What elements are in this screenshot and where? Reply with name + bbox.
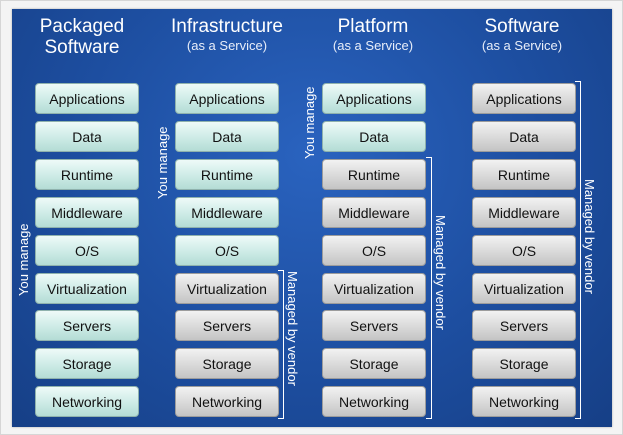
layer-box-networking: Networking (175, 386, 279, 417)
layer-box-applications: Applications (322, 83, 426, 114)
column-title-line1: Software (484, 16, 560, 37)
layer-box-virtualization: Virtualization (35, 273, 139, 304)
layer-box-storage: Storage (472, 348, 576, 379)
layer-box-virtualization: Virtualization (472, 273, 576, 304)
column-title-line2: Software (44, 36, 120, 58)
layer-box-middleware: Middleware (35, 197, 139, 228)
layer-box-applications: Applications (35, 83, 139, 114)
layer-box-storage: Storage (35, 348, 139, 379)
layer-box-applications: Applications (175, 83, 279, 114)
layer-box-middleware: Middleware (322, 197, 426, 228)
layer-box-middleware: Middleware (472, 197, 576, 228)
layer-box-runtime: Runtime (175, 159, 279, 190)
layer-box-virtualization: Virtualization (322, 273, 426, 304)
layer-box-data: Data (472, 121, 576, 152)
managed-by-vendor-label-paas: Managed by vendor (433, 215, 448, 330)
you-manage-label-iaas: You manage (155, 126, 170, 199)
column-title-saas: Software (as a Service) (462, 16, 582, 53)
layer-box-applications: Applications (472, 83, 576, 114)
layer-box-data: Data (35, 121, 139, 152)
layer-box-storage: Storage (175, 348, 279, 379)
layer-box-data: Data (322, 121, 426, 152)
layer-box-o-s: O/S (35, 235, 139, 266)
managed-by-vendor-label-saas: Managed by vendor (582, 179, 597, 294)
column-title-paas: Platform (as a Service) (313, 16, 433, 53)
vendor-bracket-saas (575, 81, 581, 419)
layer-box-data: Data (175, 121, 279, 152)
layer-box-servers: Servers (322, 310, 426, 341)
diagram-panel: Packaged Software Infrastructure (as a S… (12, 9, 612, 427)
layer-box-runtime: Runtime (322, 159, 426, 190)
column-title-packaged-software: Packaged Software (22, 16, 142, 59)
layer-box-networking: Networking (35, 386, 139, 417)
layer-box-servers: Servers (35, 310, 139, 341)
you-manage-label-paas: You manage (302, 86, 317, 159)
layer-box-networking: Networking (472, 386, 576, 417)
you-manage-label-packaged: You manage (16, 223, 31, 296)
column-subtitle: (as a Service) (186, 37, 268, 53)
layer-box-networking: Networking (322, 386, 426, 417)
layer-box-o-s: O/S (322, 235, 426, 266)
layer-box-runtime: Runtime (35, 159, 139, 190)
managed-by-vendor-label-iaas: Managed by vendor (285, 271, 300, 386)
layer-box-servers: Servers (472, 310, 576, 341)
column-title-line1: Infrastructure (171, 16, 283, 37)
vendor-bracket-paas (426, 157, 432, 419)
column-subtitle: (as a Service) (332, 37, 414, 53)
vendor-bracket-iaas (278, 270, 284, 419)
column-subtitle: (as a Service) (481, 37, 563, 53)
layer-box-o-s: O/S (472, 235, 576, 266)
column-title-iaas: Infrastructure (as a Service) (158, 16, 296, 53)
column-title-line1: Platform (337, 16, 409, 37)
layer-box-virtualization: Virtualization (175, 273, 279, 304)
layer-box-storage: Storage (322, 348, 426, 379)
layer-box-runtime: Runtime (472, 159, 576, 190)
layer-box-middleware: Middleware (175, 197, 279, 228)
column-title-line1: Packaged (39, 16, 125, 37)
layer-box-servers: Servers (175, 310, 279, 341)
layer-box-o-s: O/S (175, 235, 279, 266)
